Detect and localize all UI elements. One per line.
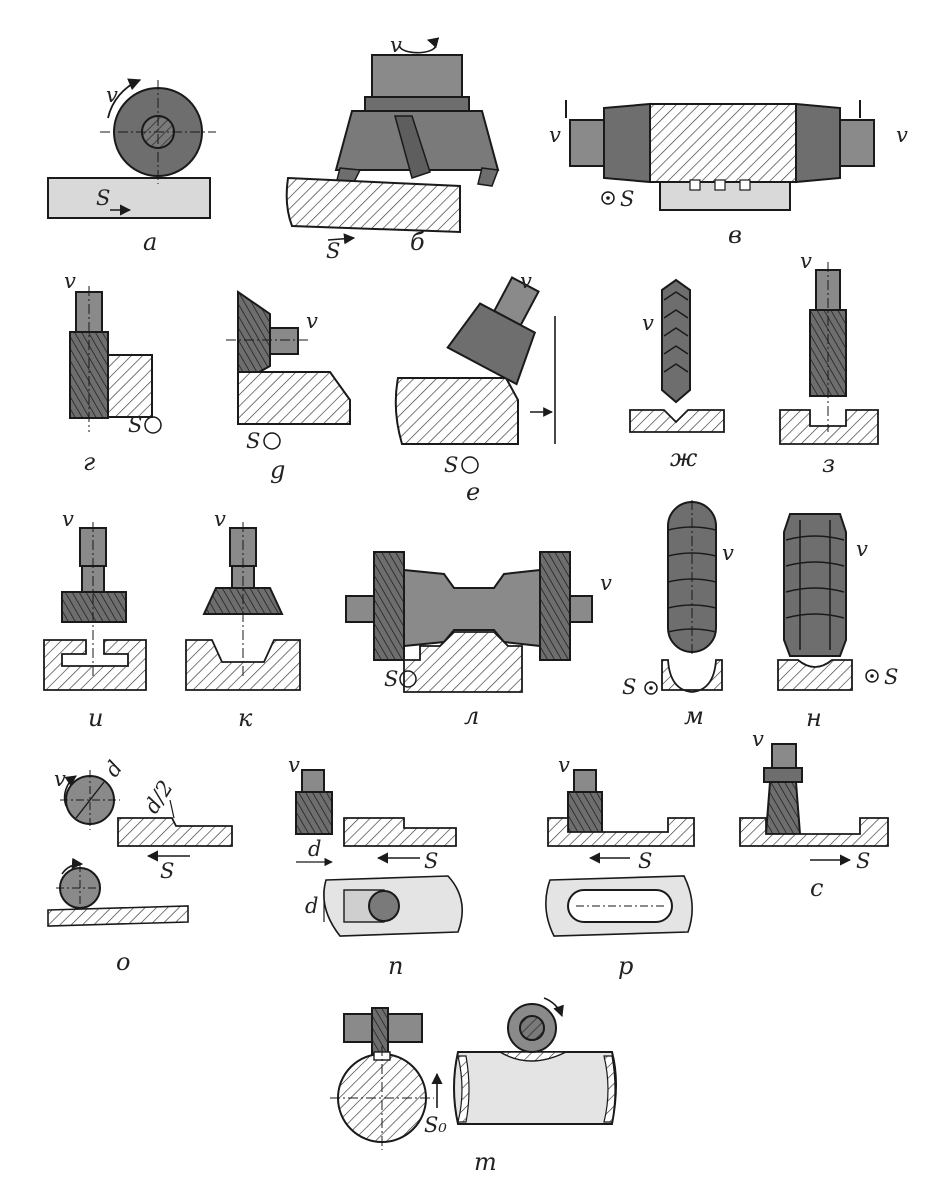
- feed-label: S: [246, 429, 260, 453]
- feed-label: S: [96, 186, 110, 210]
- feed-label: S: [444, 453, 458, 477]
- feed-label: S: [622, 675, 636, 699]
- speed-label: v: [306, 309, 318, 333]
- caption-i: и: [88, 704, 103, 732]
- feed-label: S: [160, 859, 174, 883]
- caption-d: g: [270, 456, 285, 484]
- speed-label: v: [800, 249, 812, 273]
- speed-label: v: [642, 311, 654, 335]
- speed-label: v: [214, 507, 226, 531]
- speed-label: v: [520, 269, 532, 293]
- speed-label: v: [106, 83, 118, 107]
- caption-o: о: [116, 948, 130, 976]
- caption-k: к: [238, 704, 253, 732]
- caption-r: р: [618, 952, 633, 980]
- feed-label: S: [620, 187, 634, 211]
- scheme-n: v S н: [777, 513, 898, 732]
- scheme-v: v v S в: [549, 100, 908, 249]
- scheme-zh: v ж: [629, 278, 725, 472]
- feed-label: S: [424, 849, 438, 873]
- diameter-label-2: d: [305, 894, 318, 918]
- speed-label: v: [288, 753, 300, 777]
- caption-z: з: [822, 450, 835, 478]
- scheme-m: v S м: [622, 500, 734, 730]
- caption-s: с: [810, 874, 823, 902]
- scheme-e: v S е: [394, 269, 556, 506]
- caption-m: м: [684, 702, 704, 730]
- caption-g: г: [83, 448, 95, 476]
- caption-v: в: [728, 221, 742, 249]
- speed-label: v: [856, 537, 868, 561]
- diameter-label: d: [308, 837, 321, 861]
- feed-o-label: S₀: [424, 1113, 447, 1137]
- scheme-t: S₀ т: [330, 997, 617, 1176]
- speed-label: v: [62, 507, 74, 531]
- feed-label: S: [384, 667, 398, 691]
- caption-t: т: [474, 1148, 497, 1176]
- scheme-p: d d v S n: [288, 753, 464, 980]
- speed-label: v: [600, 571, 612, 595]
- speed-label-left: v: [549, 123, 561, 147]
- caption-b: б: [410, 228, 425, 256]
- scheme-o: v d d/2 S о: [47, 756, 233, 976]
- scheme-a: v S а: [47, 78, 216, 256]
- caption-a: а: [143, 228, 157, 256]
- speed-label-right: v: [896, 123, 908, 147]
- speed-label: v: [54, 767, 66, 791]
- scheme-s: v S с: [739, 727, 889, 902]
- speed-label: v: [752, 727, 764, 751]
- scheme-r: v S р: [545, 753, 695, 980]
- speed-label: v: [558, 753, 570, 777]
- caption-n: н: [806, 704, 822, 732]
- scheme-d: v S g: [226, 290, 351, 484]
- scheme-l: v S л: [345, 551, 612, 730]
- caption-p: n: [388, 952, 403, 980]
- feed-label: S: [128, 413, 142, 437]
- scheme-i: v и: [43, 507, 147, 732]
- speed-label: v: [64, 269, 76, 293]
- scheme-k: v к: [185, 507, 301, 732]
- scheme-g: v S г: [64, 269, 162, 476]
- speed-label: v: [722, 541, 734, 565]
- scheme-z: v з: [779, 249, 879, 478]
- caption-zh: ж: [670, 444, 698, 472]
- feed-label: S: [638, 849, 652, 873]
- speed-label: v: [390, 33, 402, 57]
- diameter-label: d: [100, 756, 127, 781]
- feed-label: S: [884, 665, 898, 689]
- feed-label: S: [856, 849, 870, 873]
- caption-l: л: [464, 702, 479, 730]
- feed-label: S: [326, 239, 340, 263]
- caption-e: е: [466, 478, 480, 506]
- scheme-b: v S б: [285, 33, 500, 263]
